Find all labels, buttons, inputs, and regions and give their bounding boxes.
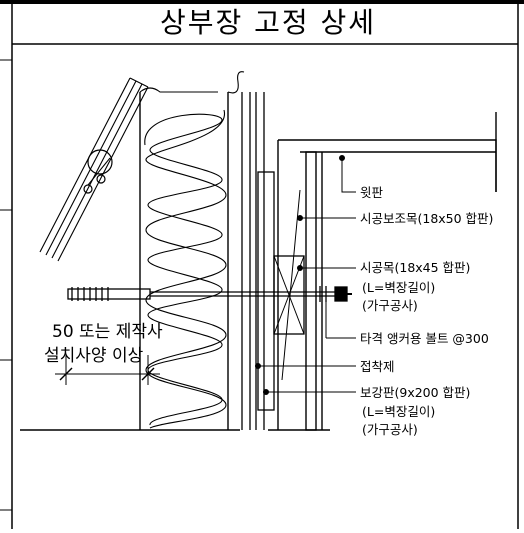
callout-reinforcement-line1: 보강판(9x200 합판) (360, 385, 471, 400)
callout-block-line1: 시공목(18x45 합판) (360, 260, 471, 275)
cabinet-body (277, 112, 497, 431)
callout-block-line3: (가구공사) (362, 298, 418, 313)
dimension-label-line1: 50 또는 제작사 (52, 322, 163, 342)
callout-sub-member: 시공보조목(18x50 합판) (360, 211, 494, 226)
anchor-bolt (67, 286, 352, 302)
reinforcement-board (257, 171, 275, 411)
callout-anchor-bolt: 타격 앵커용 볼트 @300 (360, 331, 489, 346)
top-border (0, 0, 524, 4)
dimension-line (55, 355, 160, 385)
dimension-label-line2: 설치사양 이상 (44, 346, 144, 366)
wall-boards (241, 92, 265, 430)
callout-reinforcement-line3: (가구공사) (362, 422, 418, 437)
bracket-tie (87, 157, 111, 186)
callout-block-line2: (L=벽장길이) (362, 280, 436, 295)
callout-adhesive: 접착제 (360, 359, 395, 374)
left-tick-marks (0, 59, 12, 511)
callout-top-panel: 윗판 (360, 185, 384, 200)
callout-reinforcement-line2: (L=벽장길이) (362, 404, 436, 419)
cladding-strips (39, 77, 149, 262)
bracket-circle-large (87, 149, 113, 175)
bracket-circle-small-2 (96, 174, 106, 184)
page-title: 상부장 고정 상세 (159, 6, 377, 39)
insulation-layer (139, 71, 245, 430)
leader-lines (255, 155, 356, 395)
